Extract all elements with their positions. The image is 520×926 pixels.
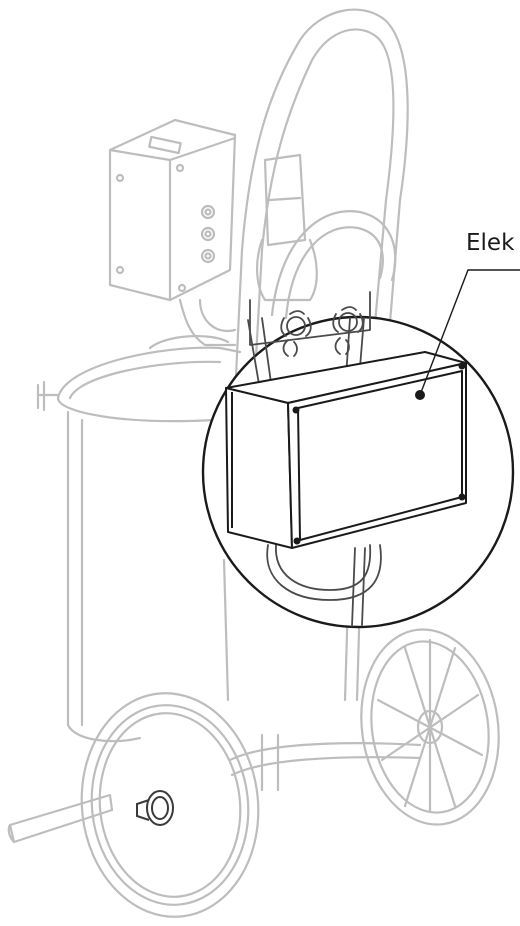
hose-loop bbox=[270, 210, 397, 317]
box-side bbox=[225, 387, 293, 549]
wheel-hub bbox=[136, 790, 174, 826]
indicator-light bbox=[200, 248, 216, 264]
screw bbox=[458, 362, 466, 370]
mounting-knob bbox=[332, 306, 364, 355]
axle bbox=[228, 742, 422, 777]
mounting-knob bbox=[280, 310, 312, 357]
screw bbox=[293, 537, 301, 545]
callout-dot bbox=[415, 390, 425, 400]
magnified-view bbox=[247, 291, 382, 627]
screw bbox=[458, 493, 466, 501]
drum-lid bbox=[36, 334, 242, 423]
electrical-box bbox=[225, 351, 467, 549]
cart-handle bbox=[230, 8, 409, 472]
rear-wheel bbox=[360, 628, 500, 826]
base-skid bbox=[8, 793, 114, 844]
motor-box bbox=[108, 118, 237, 302]
grease-drum bbox=[66, 410, 230, 743]
callout-label: Elek bbox=[466, 230, 515, 256]
box-front bbox=[287, 362, 467, 549]
screw bbox=[292, 406, 300, 414]
indicator-light bbox=[200, 204, 216, 220]
front-wheel bbox=[80, 692, 260, 918]
indicator-light bbox=[200, 226, 216, 242]
callout-leader bbox=[415, 269, 520, 400]
